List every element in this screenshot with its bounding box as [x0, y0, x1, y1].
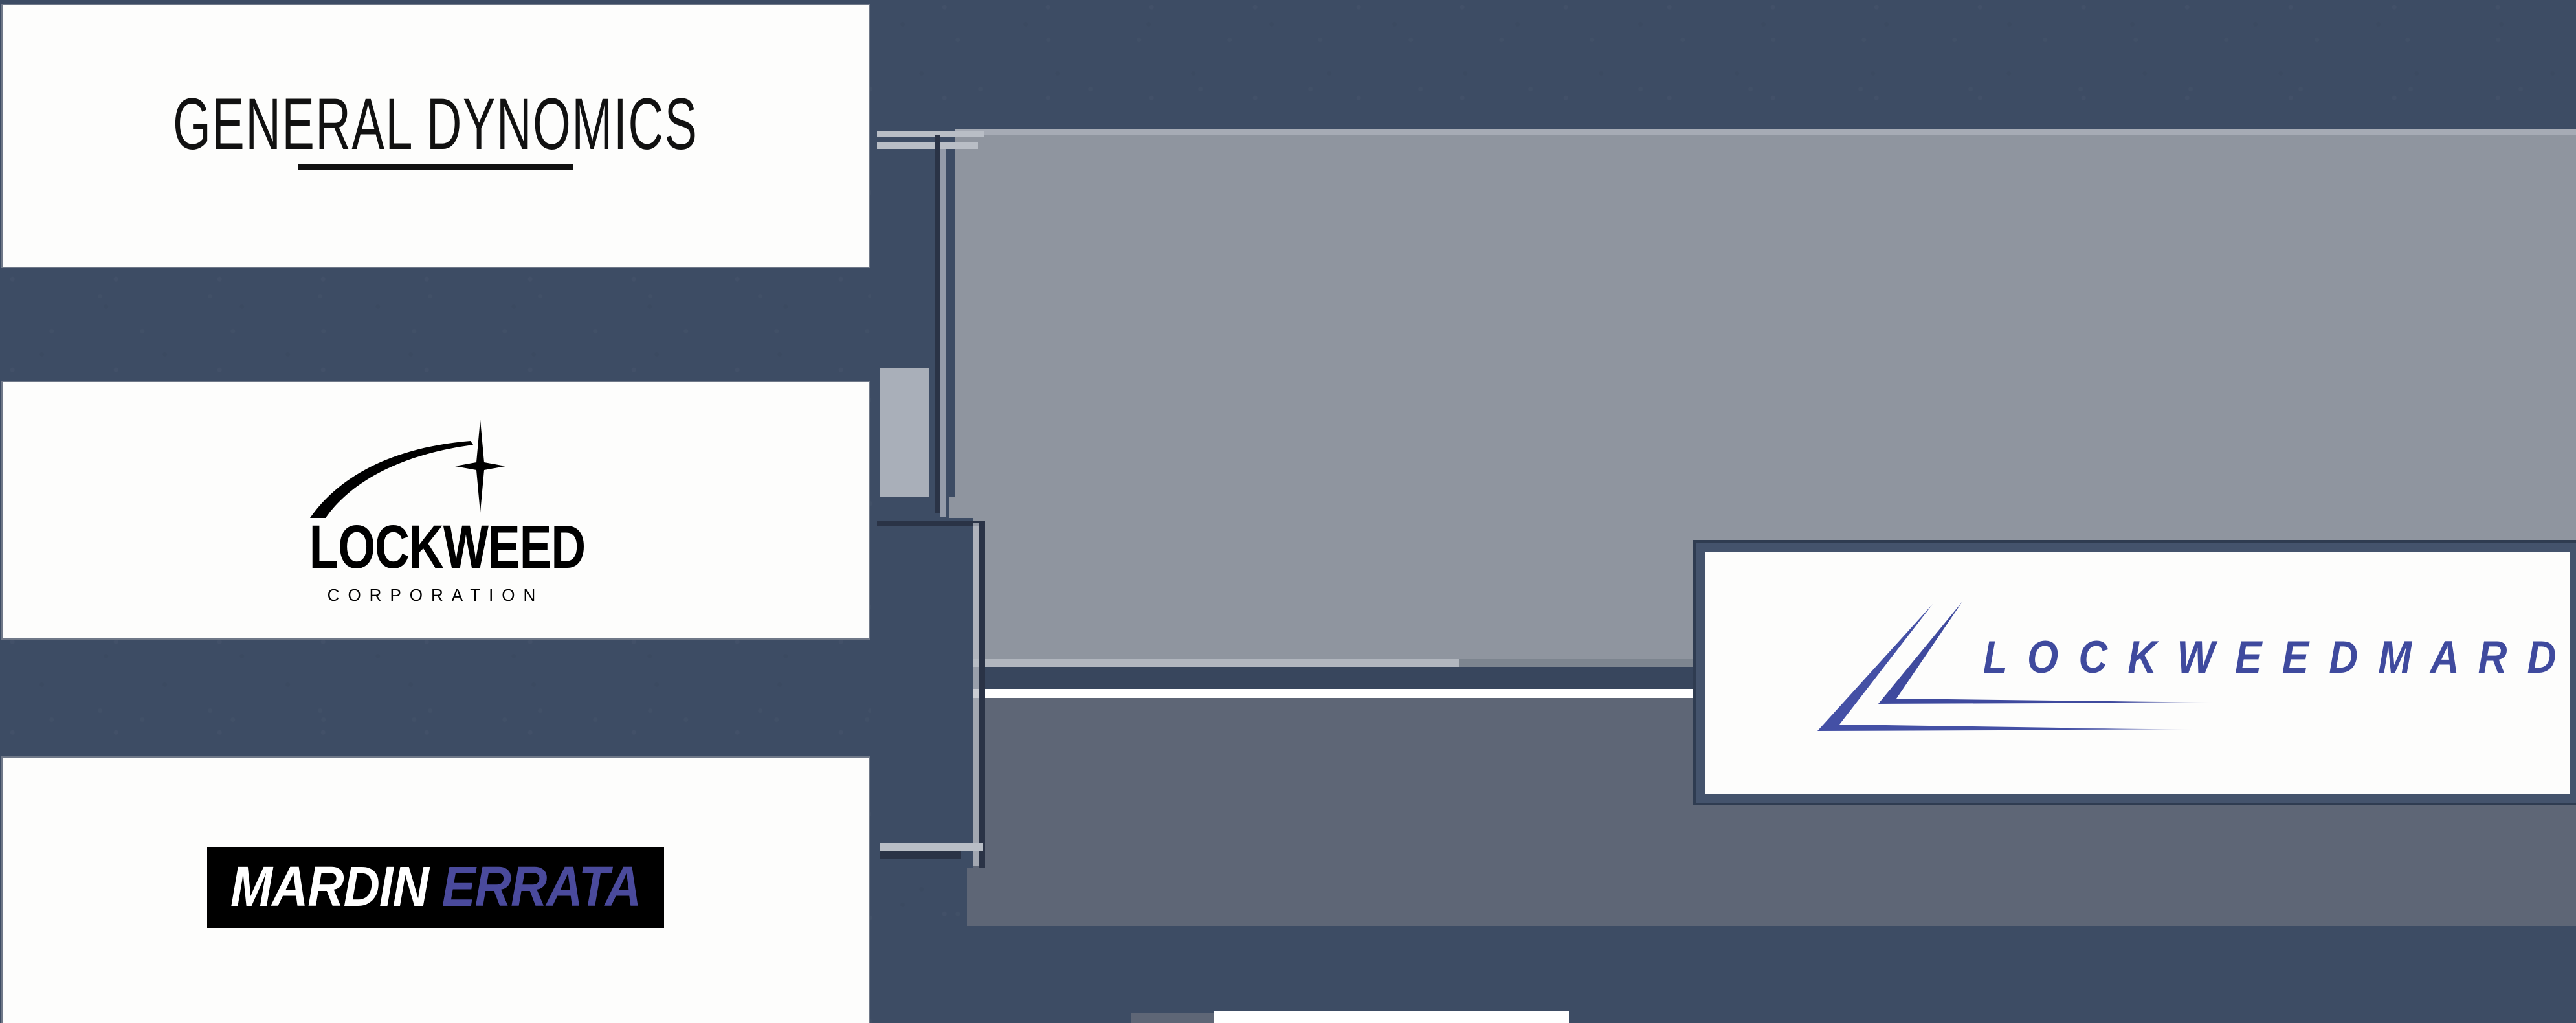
sidebar-rail-lower-bottom-highlight [880, 843, 983, 851]
lockweed-wordmark: LOCKWEED [309, 513, 586, 581]
sidebar-rail-lower-top-shadow [877, 521, 981, 526]
lockweed-corporation-logo-card[interactable]: LOCKWEED CORPORATION [1, 381, 870, 640]
errata-word: ERRATA [428, 854, 641, 919]
general-dynamics-wordmark-group: GENERAL DYNOMICS [115, 87, 756, 170]
lockweed-subtitle: CORPORATION [327, 585, 544, 605]
bottom-card-tab [1131, 1013, 1214, 1023]
lockweed-mardin-logo-group: L O C K W E E D M A R D I N [1814, 576, 2570, 770]
sidebar-rail-upper-right-highlight [940, 144, 946, 517]
lockweed-mardin-logo-card[interactable]: L O C K W E E D M A R D I N [1705, 552, 2570, 794]
content-panel-upper-bottom-highlight [967, 659, 1459, 667]
general-dynamics-wordmark: GENERAL DYNOMICS [173, 84, 698, 164]
bottom-card-sliver[interactable] [1214, 1011, 1569, 1023]
sidebar-rail-lower-right-shadow [979, 521, 985, 868]
mardin-errata-logo-card[interactable]: MARDIN ERRATA [1, 756, 870, 1023]
sidebar-rail-upper-inner-highlight [877, 142, 978, 149]
mardin-word: MARDIN [230, 854, 429, 919]
sidebar-rail-upper-top-highlight [877, 131, 984, 137]
general-dynamics-underline-rule [298, 164, 573, 170]
lockweed-logo-group: LOCKWEED CORPORATION [300, 420, 586, 605]
bottom-strip [880, 926, 2576, 1023]
swoosh-star-mark [310, 420, 505, 518]
sidebar-thumb[interactable] [880, 368, 929, 497]
mardin-errata-wordmark: MARDIN ERRATA [230, 858, 641, 914]
general-dynamics-logo-card[interactable]: GENERAL DYNOMICS [1, 4, 870, 268]
sidebar-rail-lower [871, 518, 973, 868]
mardin-errata-black-plate: MARDIN ERRATA [206, 847, 665, 928]
sidebar-rail-upper-inner-shadow [935, 135, 940, 513]
lockweed-mardin-wordmark: L O C K W E E D M A R D I N [1983, 632, 2570, 684]
sidebar-rail-lower-bottom-shadow [880, 851, 961, 859]
content-panel-upper-top-highlight [949, 129, 2576, 135]
sidebar-rail-lower-right-highlight [973, 523, 979, 866]
